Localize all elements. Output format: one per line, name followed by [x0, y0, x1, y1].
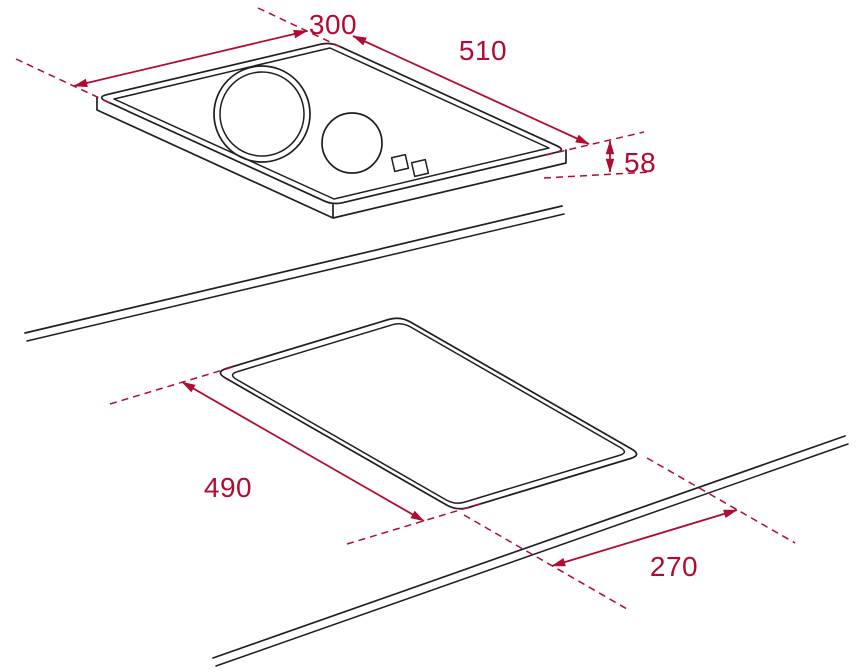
cutout-inner-rim — [231, 322, 626, 504]
dimension-hob-width: 300 — [15, 7, 357, 104]
dimension-label: 270 — [650, 551, 698, 582]
extension-line — [545, 131, 645, 156]
hob-side-edges — [96, 96, 567, 219]
dimension-label: 510 — [459, 35, 507, 66]
extension-line — [646, 457, 796, 544]
dimension-arrow — [73, 29, 308, 88]
countertop-back-edge-outer — [24, 205, 563, 334]
large-burner-inner-ring — [219, 71, 305, 157]
dimension-hob-depth: 510 — [352, 35, 645, 156]
extension-line — [543, 171, 651, 179]
large-burner-outer-ring — [213, 65, 311, 163]
extension-line — [346, 502, 484, 545]
dimension-hob-height: 58 — [543, 140, 656, 179]
extension-line — [109, 365, 237, 405]
extension-line — [257, 7, 346, 50]
countertop-back-edge-inner — [26, 213, 565, 342]
hob-isometric-view — [96, 42, 567, 219]
dimension-arrow — [352, 35, 590, 145]
dimension-arrow — [181, 381, 425, 522]
countertop-front-edge-outer — [212, 435, 846, 659]
dimension-arrow — [551, 509, 738, 567]
dimension-label: 490 — [204, 472, 252, 503]
touch-control-key — [410, 158, 430, 178]
dimension-label: 300 — [309, 9, 357, 40]
cutout-outer-rim — [219, 317, 638, 510]
dimension-cutout-width: 270 — [463, 457, 796, 610]
extension-line — [15, 58, 111, 104]
extension-line — [463, 514, 628, 610]
hob-glass-rim — [113, 47, 550, 200]
touch-controls — [390, 153, 430, 178]
touch-control-key — [390, 153, 410, 173]
worktop-cutout — [219, 317, 638, 510]
countertop — [24, 205, 849, 667]
small-burner — [321, 112, 383, 174]
dimension-cutout-depth: 490 — [109, 365, 484, 545]
dimension-label: 58 — [624, 147, 656, 178]
